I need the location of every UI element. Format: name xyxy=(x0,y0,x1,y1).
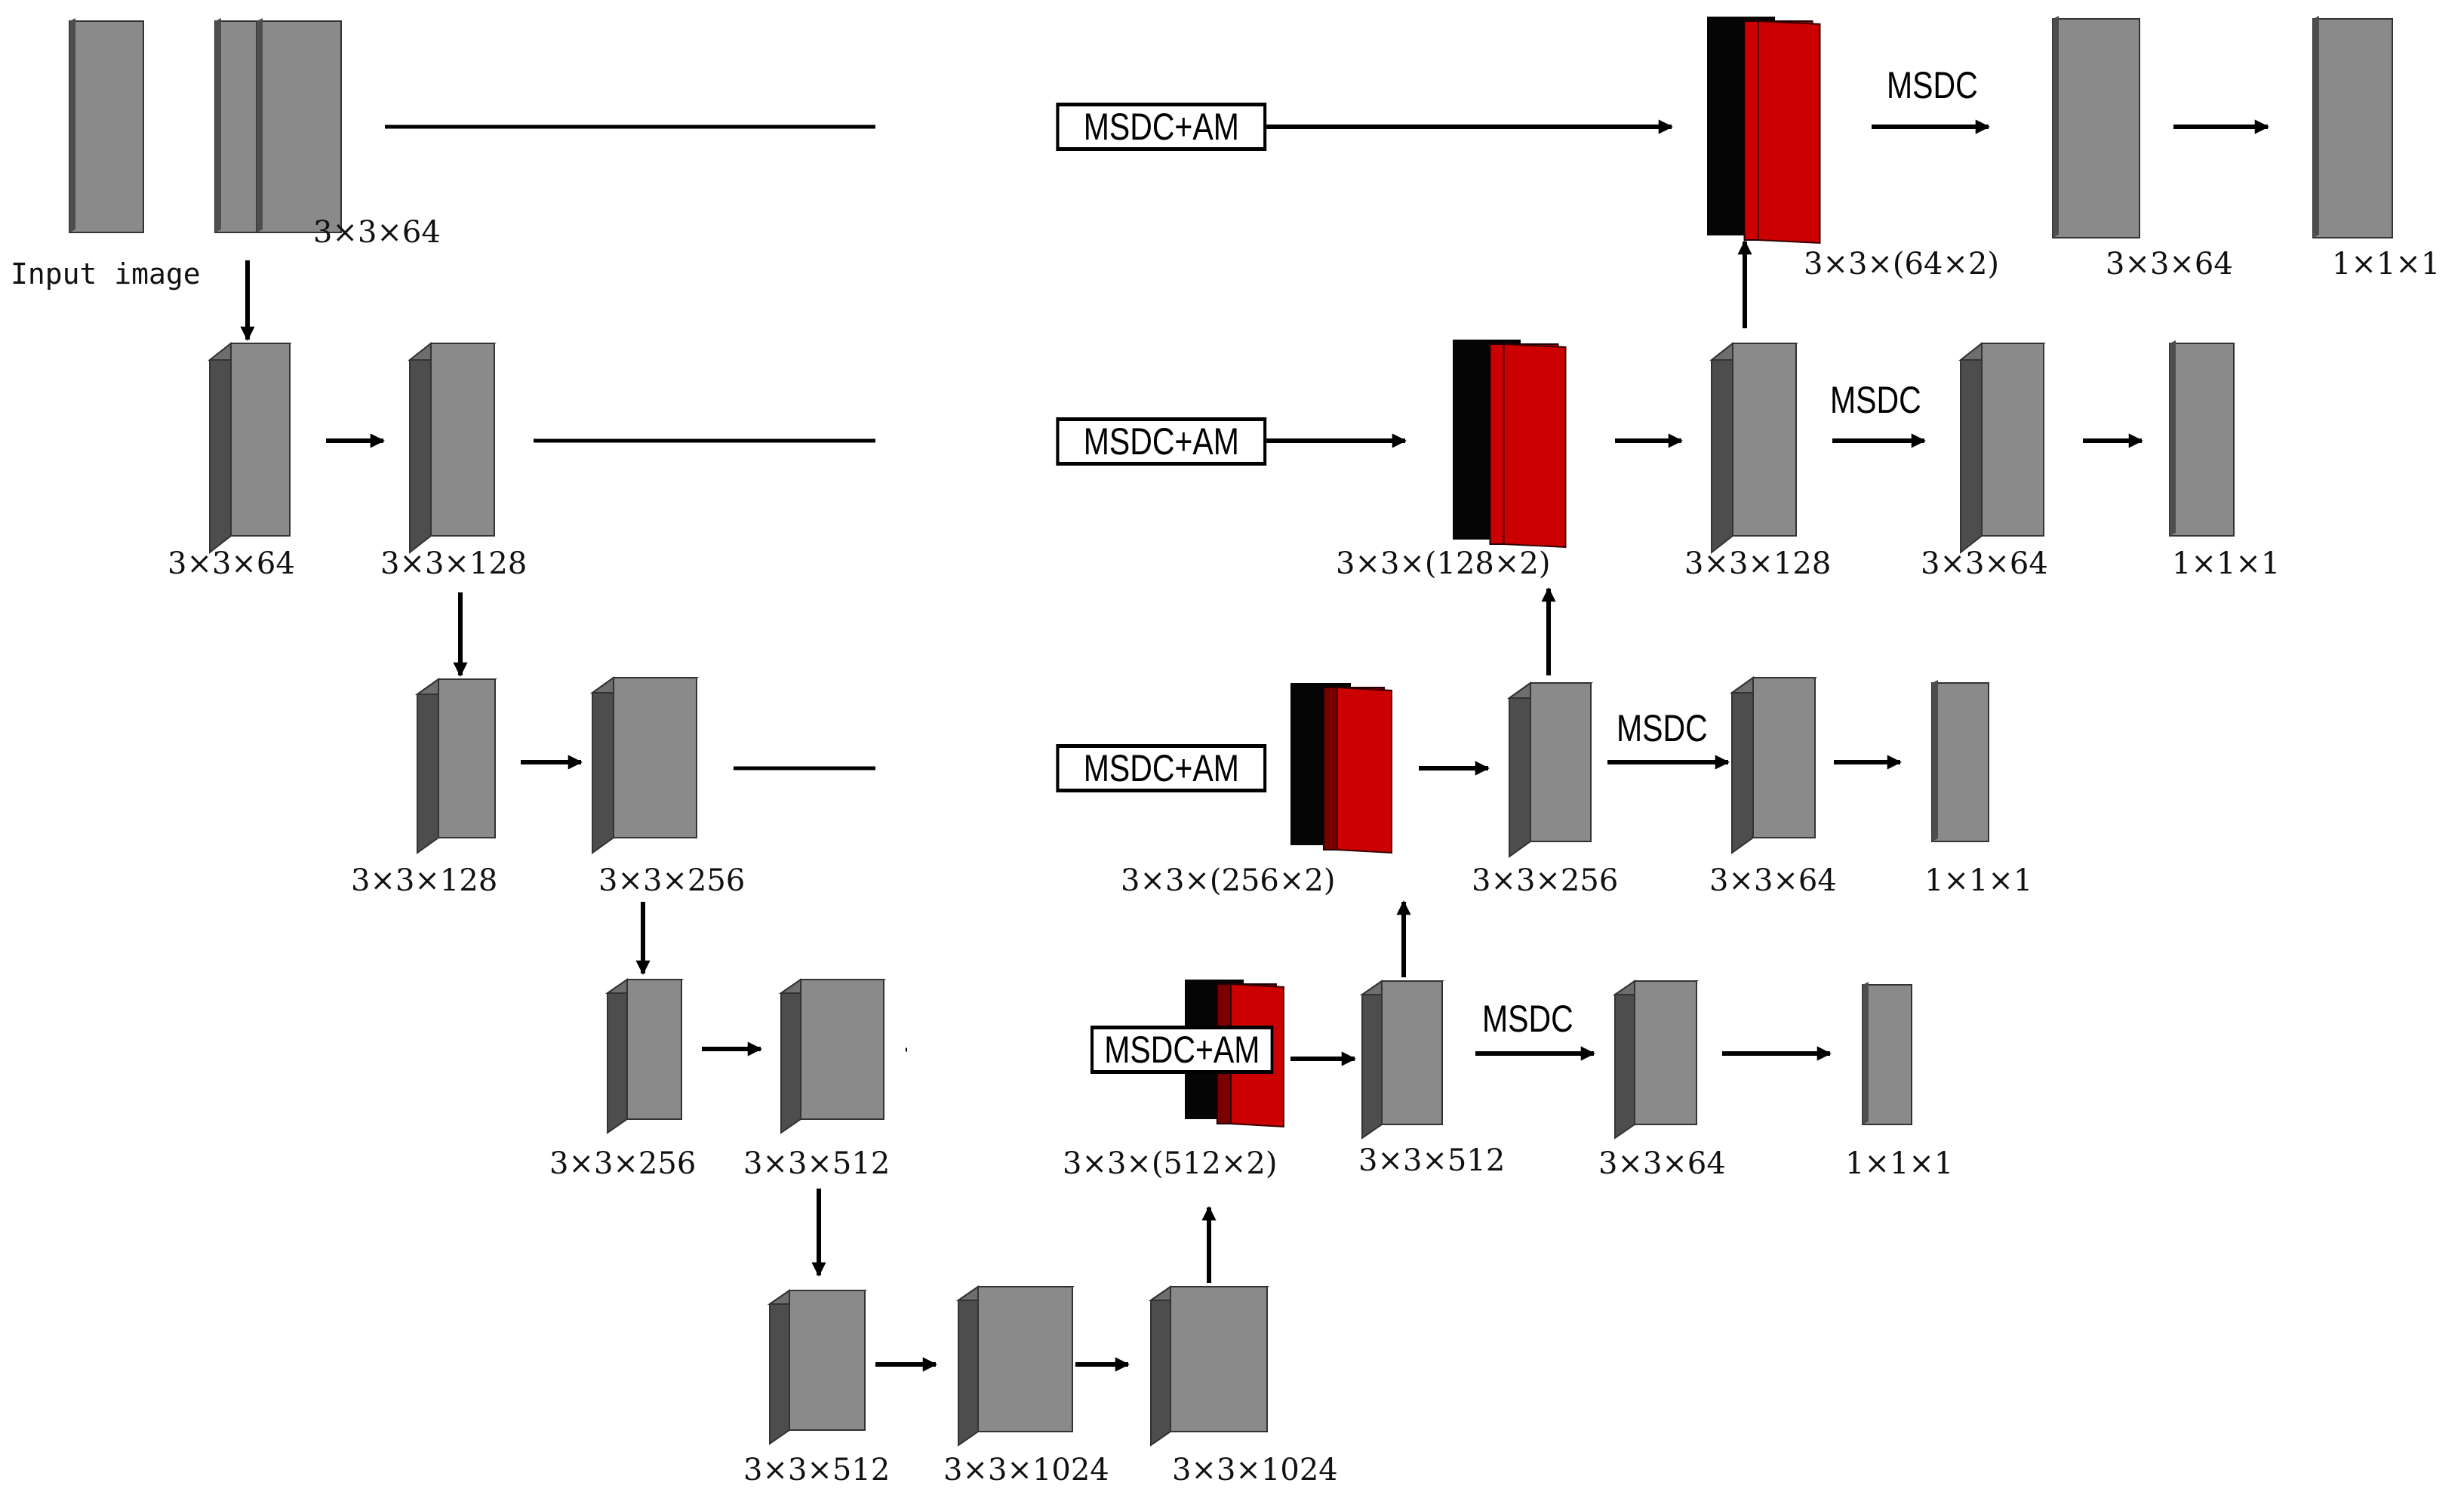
enc-l3-b1-label: 3×3×128 xyxy=(351,863,498,898)
head-l3-b1-label: 3×3×64 xyxy=(1709,863,1837,898)
head-l2-b2-label: 1×1×1 xyxy=(2172,546,2281,581)
head-l3-b1 xyxy=(1729,676,1818,854)
concat-l1 xyxy=(1707,17,1821,245)
dec-l2-block xyxy=(1709,341,1798,555)
msdc-label-level-2: MSDC xyxy=(1830,379,1921,421)
msdc-label-level-4: MSDC xyxy=(1482,998,1573,1040)
enc-l2-b1 xyxy=(208,341,292,555)
dec-l3-label: 3×3×256 xyxy=(1472,863,1619,898)
dec-l3-block xyxy=(1506,681,1594,858)
dec-l4-label: 3×3×512 xyxy=(1358,1143,1506,1178)
skip-op-level-2: MSDC+AM xyxy=(1056,417,1267,466)
head-l4-b1 xyxy=(1612,980,1700,1140)
enc-l3-b2 xyxy=(589,676,700,854)
head-l4-b1-label: 3×3×64 xyxy=(1598,1146,1726,1181)
enc-l2-b2 xyxy=(408,341,497,555)
dec-l2-label: 3×3×128 xyxy=(1684,546,1832,581)
head-l1-b2-label: 1×1×1 xyxy=(2332,247,2441,281)
enc-l3-b2-label: 3×3×256 xyxy=(598,863,746,898)
input-image-label: Input image xyxy=(11,257,201,291)
dec-l4-block xyxy=(1359,980,1445,1140)
enc-l4-b2-label: 3×3×512 xyxy=(743,1146,891,1181)
msdc-label-level-3: MSDC xyxy=(1617,707,1708,749)
bottleneck-b1 xyxy=(767,1289,868,1445)
head-l1-map-a xyxy=(2052,16,2140,238)
bottleneck-b2 xyxy=(955,1285,1075,1447)
enc-l4-b1 xyxy=(604,978,684,1134)
concat-l2 xyxy=(1453,340,1567,549)
concat-l4-label: 3×3×(512×2) xyxy=(1063,1146,1278,1181)
enc-l2-b1-label: 3×3×64 xyxy=(168,546,295,581)
enc-l4-b1-label: 3×3×256 xyxy=(549,1146,697,1181)
input-image-map xyxy=(69,18,144,233)
concat-l2-label: 3×3×(128×2) xyxy=(1336,546,1551,581)
enc-l4-b2 xyxy=(778,978,887,1134)
concat-l3 xyxy=(1290,683,1392,854)
head-l4-map-b xyxy=(1862,982,1912,1125)
enc-l1-b1-label: 3×3×64 xyxy=(313,215,441,250)
head-l2-map-b xyxy=(2169,340,2235,537)
head-l1-b1-label: 3×3×64 xyxy=(2106,247,2233,281)
msdc-label-level-1: MSDC xyxy=(1887,64,1978,106)
bottleneck-b2-label: 3×3×1024 xyxy=(943,1453,1109,1487)
head-l4-b2-label: 1×1×1 xyxy=(1845,1146,1954,1181)
concat-l3-label: 3×3×(256×2) xyxy=(1121,863,1336,898)
concat-l1-label: 3×3×(64×2) xyxy=(1804,247,2000,281)
skip-op-level-1: MSDC+AM xyxy=(1056,103,1267,151)
head-l2-b1 xyxy=(1958,341,2046,555)
bottleneck-b3-label: 3×3×1024 xyxy=(1172,1453,1338,1487)
enc-l2-b2-label: 3×3×128 xyxy=(380,546,528,581)
enc-l1-map-b xyxy=(256,18,342,233)
skip-op-level-3: MSDC+AM xyxy=(1056,744,1267,792)
bottleneck-b3 xyxy=(1148,1285,1270,1447)
head-l3-map-b xyxy=(1931,680,1989,842)
enc-l3-b1 xyxy=(414,678,498,854)
head-l3-b2-label: 1×1×1 xyxy=(1924,863,2033,898)
head-l2-b1-label: 3×3×64 xyxy=(1921,546,2048,581)
head-l1-map-b xyxy=(2312,16,2393,238)
skip-op-level-4: MSDC+AM xyxy=(1090,1026,1274,1074)
bottleneck-b1-label: 3×3×512 xyxy=(743,1453,891,1487)
